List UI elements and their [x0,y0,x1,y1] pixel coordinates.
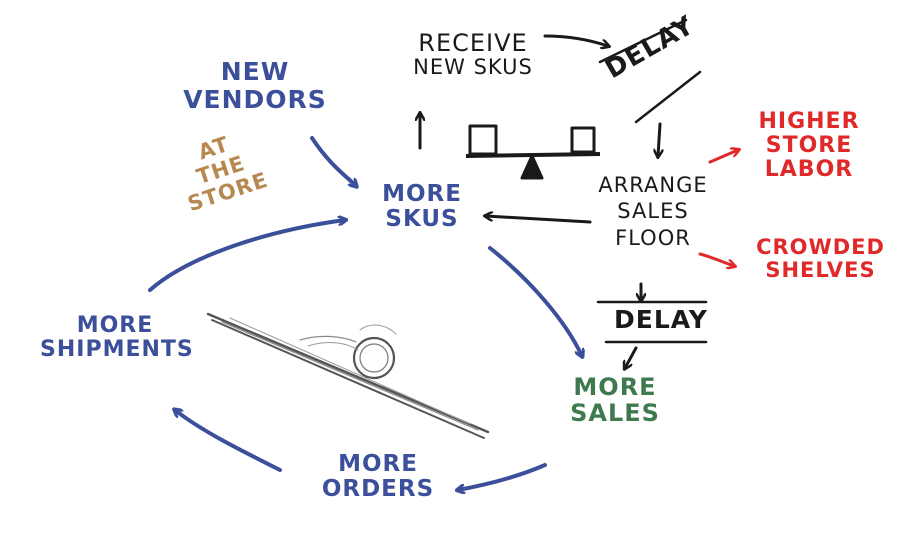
crowded-line1: CROWDED [756,235,885,259]
more-shipments-line2: SHIPMENTS [40,337,194,363]
node-new-vendors: NEW VENDORS [180,58,330,113]
node-crowded-shelves: CROWDED SHELVES [738,235,903,283]
more-skus-line2: SKUS [385,206,459,233]
arrow-receive-to-delay [543,34,608,46]
delay-top-lines [598,18,702,124]
arrow-floor-to-crowded-shelves [698,252,734,266]
more-skus-line1: MORE [382,181,462,207]
node-more-orders: MORE ORDERS [318,451,438,503]
delay-bottom-lines [596,300,708,344]
node-higher-store-labor: HIGHER STORE LABOR [744,109,874,183]
arrow-arrange-to-more-skus [486,216,592,224]
arrow-arrange-to-higher-labor [708,150,738,164]
crowded-line2: SHELVES [765,258,876,283]
higher-line3: LABOR [764,157,854,183]
node-more-skus: MORE SKUS [372,181,472,233]
arrow-more-skus-to-more-sales [488,246,582,356]
more-sales-line2: SALES [570,399,660,428]
more-orders-line1: MORE [338,451,418,477]
delay-bottom-text: DELAY [614,305,708,334]
node-more-sales: MORE SALES [554,374,676,427]
new-vendors-line2: VENDORS [183,84,327,114]
arrow-more-sales-to-more-orders [458,463,547,490]
node-more-shipments: MORE SHIPMENTS [40,313,194,363]
higher-line1: HIGHER [758,109,860,134]
more-orders-line2: ORDERS [321,476,435,503]
seesaw-icon [465,124,601,180]
arrow-delay-to-arrange [658,122,660,156]
arrow-more-orders-to-more-shipments [175,410,282,472]
receive-line2: NEW SKUS [413,55,533,80]
arrange-line2: SALES [617,199,689,224]
node-arrange-sales-floor: ARRANGE SALES FLOOR [588,172,718,251]
node-delay-bottom: DELAY [614,306,708,334]
ball-on-ramp-icon [206,312,490,439]
node-receive-new-skus: RECEIVE NEW SKUS [388,30,558,79]
arrange-line3: FLOOR [615,225,691,250]
arrow-new-vendors-to-more-skus [310,136,356,186]
arrange-line1: ARRANGE [598,173,708,197]
more-sales-line1: MORE [573,373,657,401]
higher-line2: STORE [765,133,853,159]
new-vendors-line1: NEW [220,57,290,86]
arrow-delay-to-more-sales [625,346,638,368]
more-shipments-line1: MORE [76,313,154,338]
receive-line1: RECEIVE [418,29,528,57]
arrow-more-shipments-to-more-skus [148,220,345,292]
